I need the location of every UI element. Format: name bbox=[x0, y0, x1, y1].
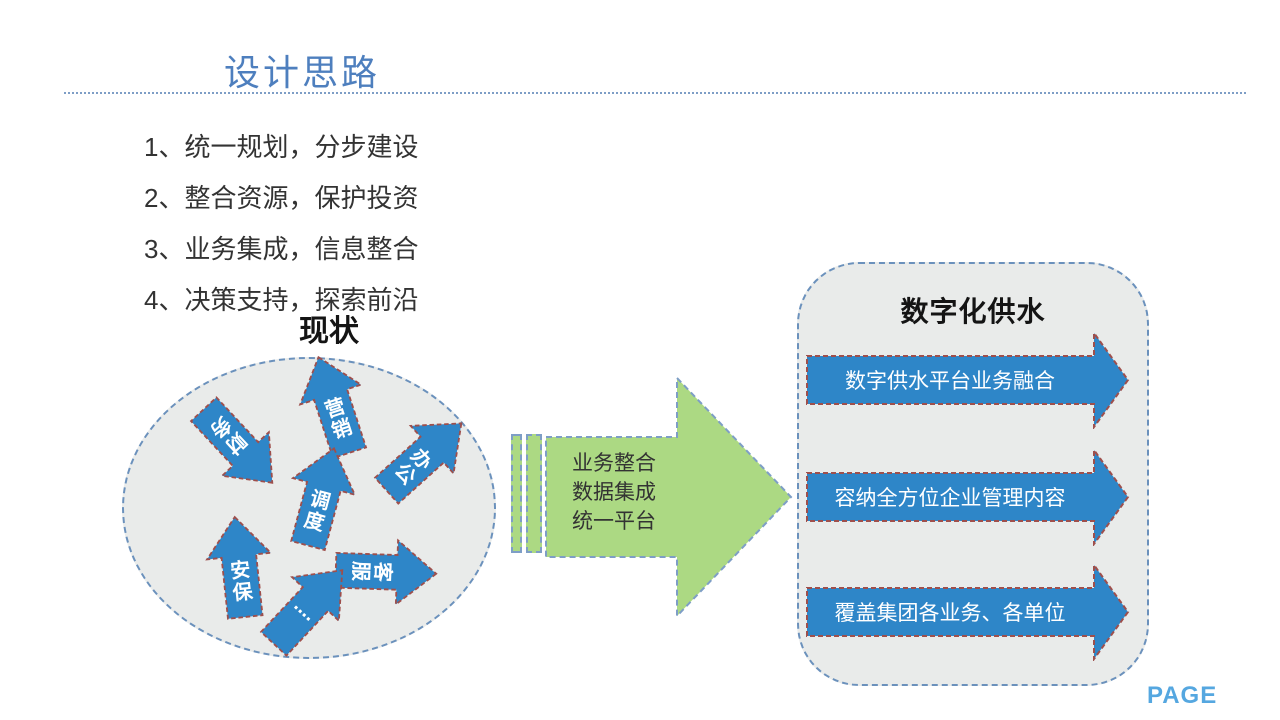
page-title: 设计思路 bbox=[224, 52, 381, 93]
page-number-label: PAGE bbox=[1147, 682, 1218, 709]
scatter-arrow-office: 办公 bbox=[361, 395, 488, 519]
title-divider bbox=[64, 92, 1246, 94]
right-arrow-icon bbox=[806, 331, 1130, 429]
design-point-item: 4、决策支持，探索前沿 bbox=[144, 285, 419, 315]
transition-bar-icon bbox=[526, 434, 542, 553]
design-point-item: 3、业务集成，信息整合 bbox=[144, 234, 419, 264]
scatter-arrow-security: 安保 bbox=[199, 511, 282, 624]
scatter-arrow-finance: 财务 bbox=[176, 383, 301, 510]
banner-arrow-label: 覆盖集团各业务、各单位 bbox=[834, 602, 1066, 625]
right-arrow-icon bbox=[806, 563, 1130, 661]
design-point-item: 2、整合资源，保护投资 bbox=[144, 183, 419, 213]
transition-arrow-icon bbox=[545, 376, 793, 618]
design-point-item: 1、统一规划，分步建设 bbox=[144, 132, 419, 162]
up-arrow-icon bbox=[298, 355, 368, 460]
scatter-arrow-others: .... bbox=[246, 544, 371, 671]
banner-arrow-label: 数字供水平台业务融合 bbox=[845, 370, 1055, 393]
transition-bar-icon bbox=[511, 434, 522, 553]
design-points-list: 1、统一规划，分步建设 2、整合资源，保护投资 3、业务集成，信息整合 4、决策… bbox=[144, 122, 418, 326]
banner-arrow-platform-fusion: 数字供水平台业务融合 bbox=[806, 331, 1130, 429]
up-arrow-icon bbox=[373, 422, 463, 505]
transition-arrow-label: 业务整合 数据集成 统一平台 bbox=[572, 452, 656, 533]
scatter-arrow-customer-service: 客服 bbox=[332, 534, 440, 610]
up-arrow-icon bbox=[259, 569, 344, 657]
banner-arrow-group-coverage: 覆盖集团各业务、各单位 bbox=[806, 563, 1130, 661]
up-arrow-icon bbox=[189, 396, 274, 484]
up-arrow-icon bbox=[290, 447, 357, 552]
right-arrow-icon bbox=[806, 448, 1130, 546]
current-state-heading: 现状 bbox=[299, 315, 359, 348]
up-arrow-icon bbox=[205, 515, 273, 620]
up-arrow-icon bbox=[334, 538, 438, 607]
scatter-arrow-dispatch: 调度 bbox=[273, 436, 370, 557]
banner-arrow-label: 容纳全方位企业管理内容 bbox=[834, 487, 1066, 510]
banner-arrow-enterprise-management: 容纳全方位企业管理内容 bbox=[806, 448, 1130, 546]
scatter-arrow-marketing: 营销 bbox=[283, 343, 384, 466]
target-panel-title: 数字化供水 bbox=[900, 296, 1046, 327]
